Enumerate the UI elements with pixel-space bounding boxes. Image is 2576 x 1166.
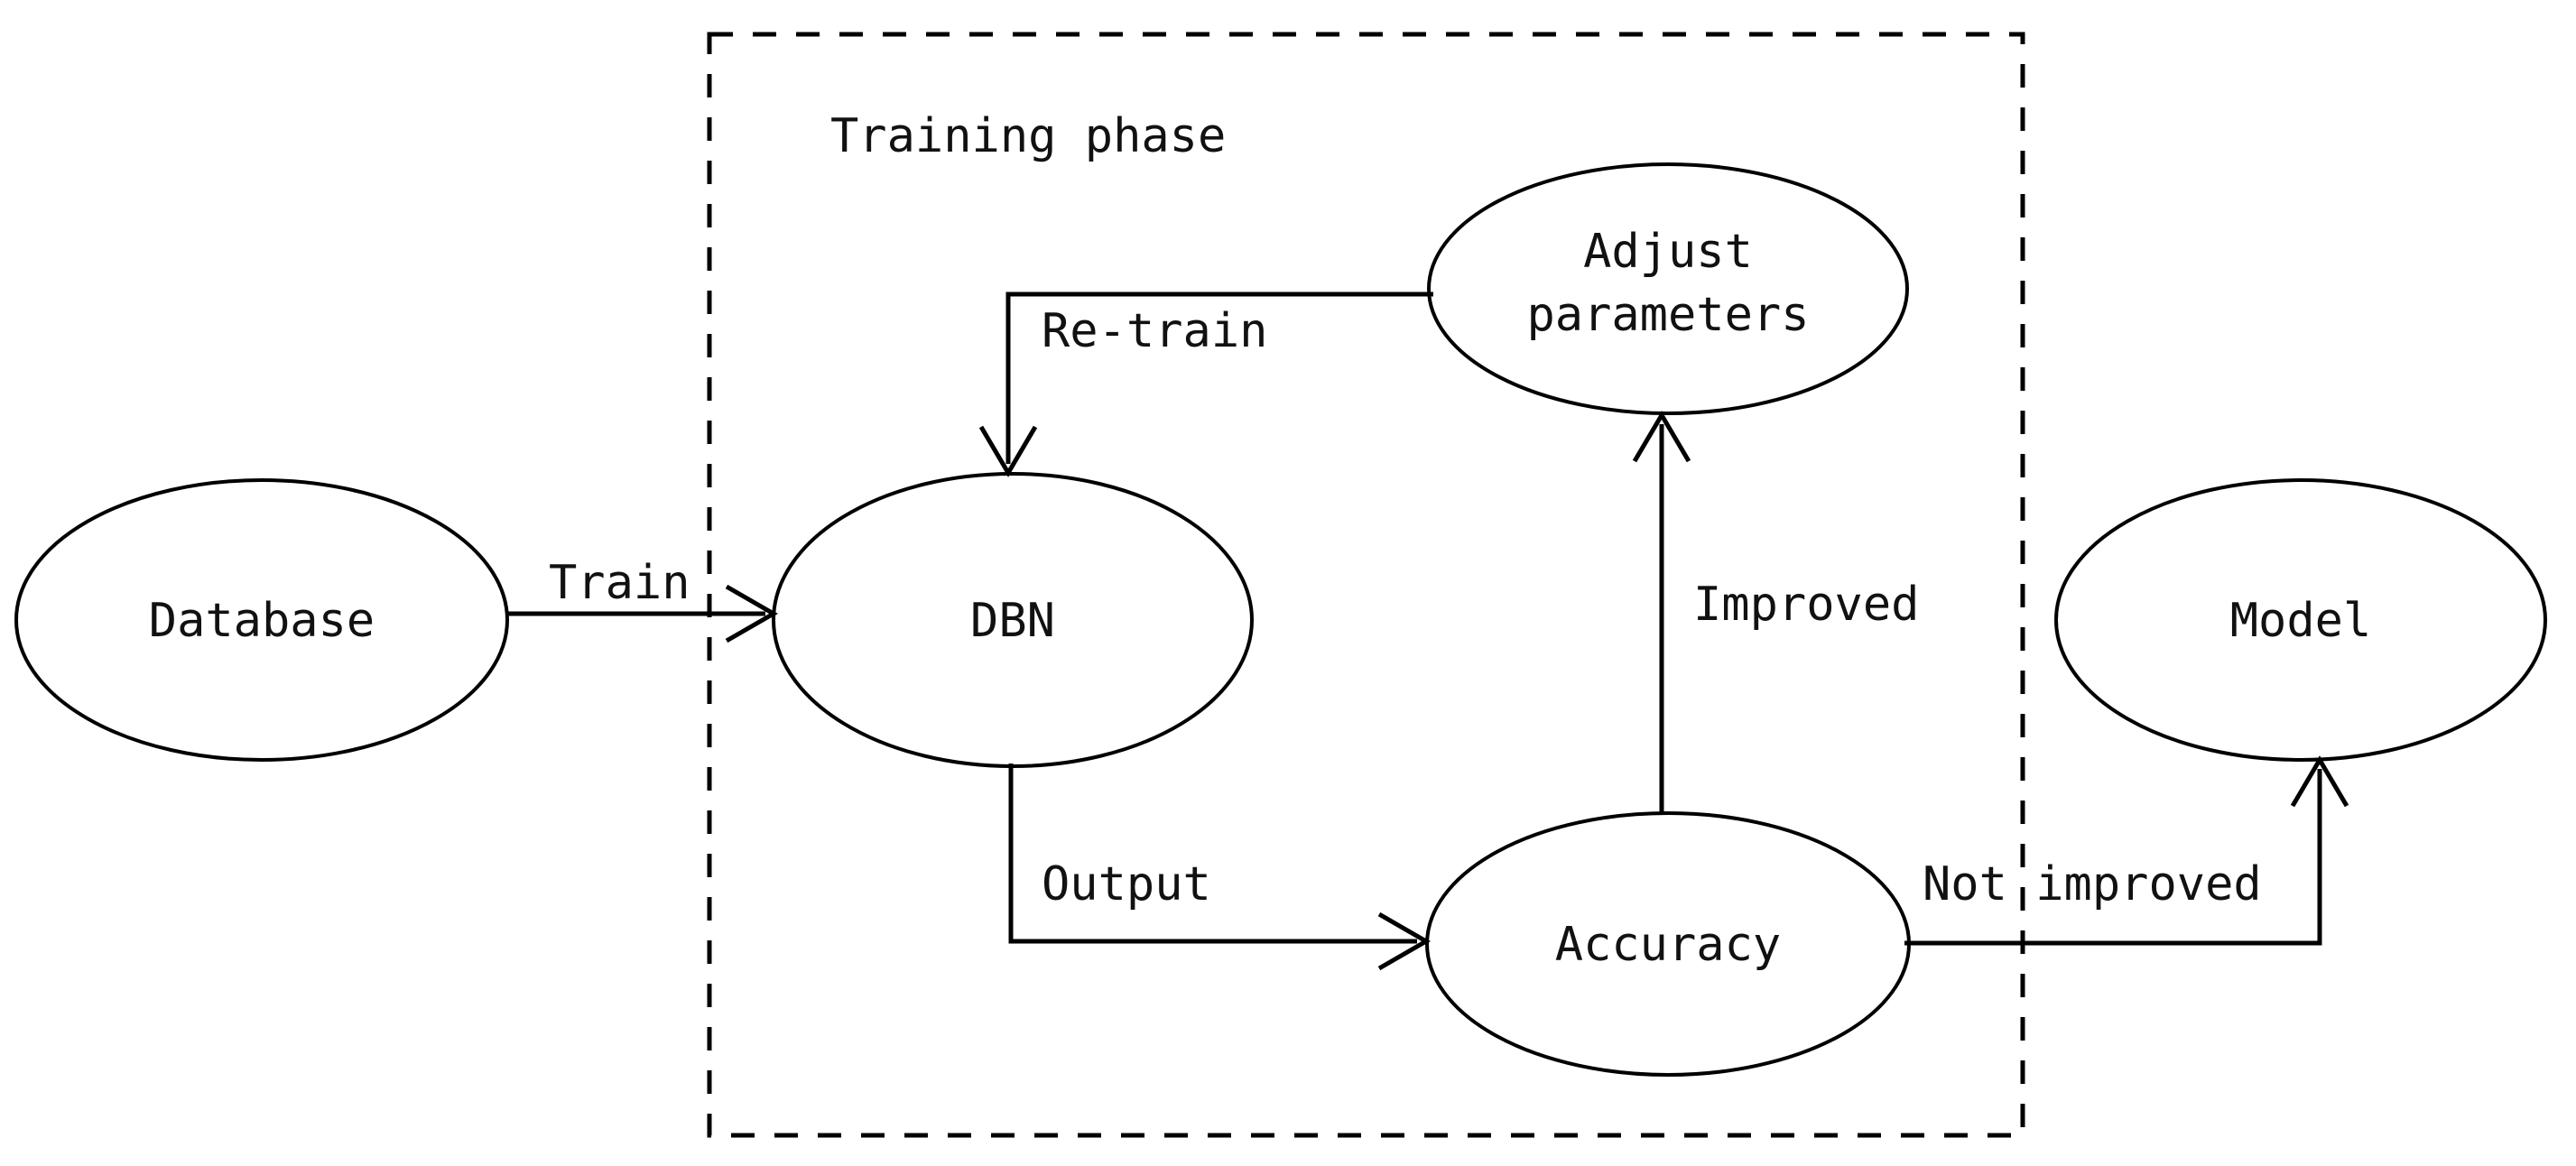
edge-improved	[1632, 411, 1691, 815]
node-accuracy[interactable]: Accuracy	[1425, 811, 1911, 1077]
edge-improved-label: Improved	[1693, 578, 1919, 632]
edge-re-train-label: Re-train	[1042, 304, 1267, 358]
node-accuracy-ellipse[interactable]	[1425, 811, 1911, 1077]
edge-not-improved	[1904, 755, 2349, 946]
node-model-ellipse[interactable]	[2054, 478, 2547, 762]
training-phase-label: Training phase	[830, 109, 1226, 163]
edge-not-improved-line	[1904, 769, 2322, 946]
node-adjust-parameters-ellipse[interactable]	[1427, 162, 1909, 415]
edge-not-improved-label: Not improved	[1923, 857, 2262, 912]
edge-improved-arrowhead	[1632, 411, 1691, 463]
edge-re-train-line	[1005, 292, 1433, 464]
node-dbn-ellipse[interactable]	[772, 472, 1254, 768]
node-model[interactable]: Model	[2054, 478, 2547, 762]
edge-output-label: Output	[1042, 857, 1211, 912]
node-adjust-parameters-label-line2: parameters	[1526, 288, 1809, 342]
node-model-label: Model	[2230, 594, 2372, 648]
node-database-ellipse[interactable]	[14, 478, 509, 762]
node-accuracy-label: Accuracy	[1555, 918, 1781, 972]
training-phase-box	[707, 32, 2025, 1138]
node-dbn[interactable]: DBN	[772, 472, 1254, 768]
edge-output-line	[1008, 763, 1417, 944]
node-dbn-label: DBN	[970, 594, 1055, 648]
edge-train-label: Train	[549, 556, 690, 610]
node-database-label: Database	[149, 594, 375, 648]
node-database[interactable]: Database	[14, 478, 509, 762]
node-adjust-parameters-label-line1: Adjust	[1583, 225, 1753, 279]
node-adjust-parameters[interactable]: Adjust parameters	[1427, 162, 1909, 415]
